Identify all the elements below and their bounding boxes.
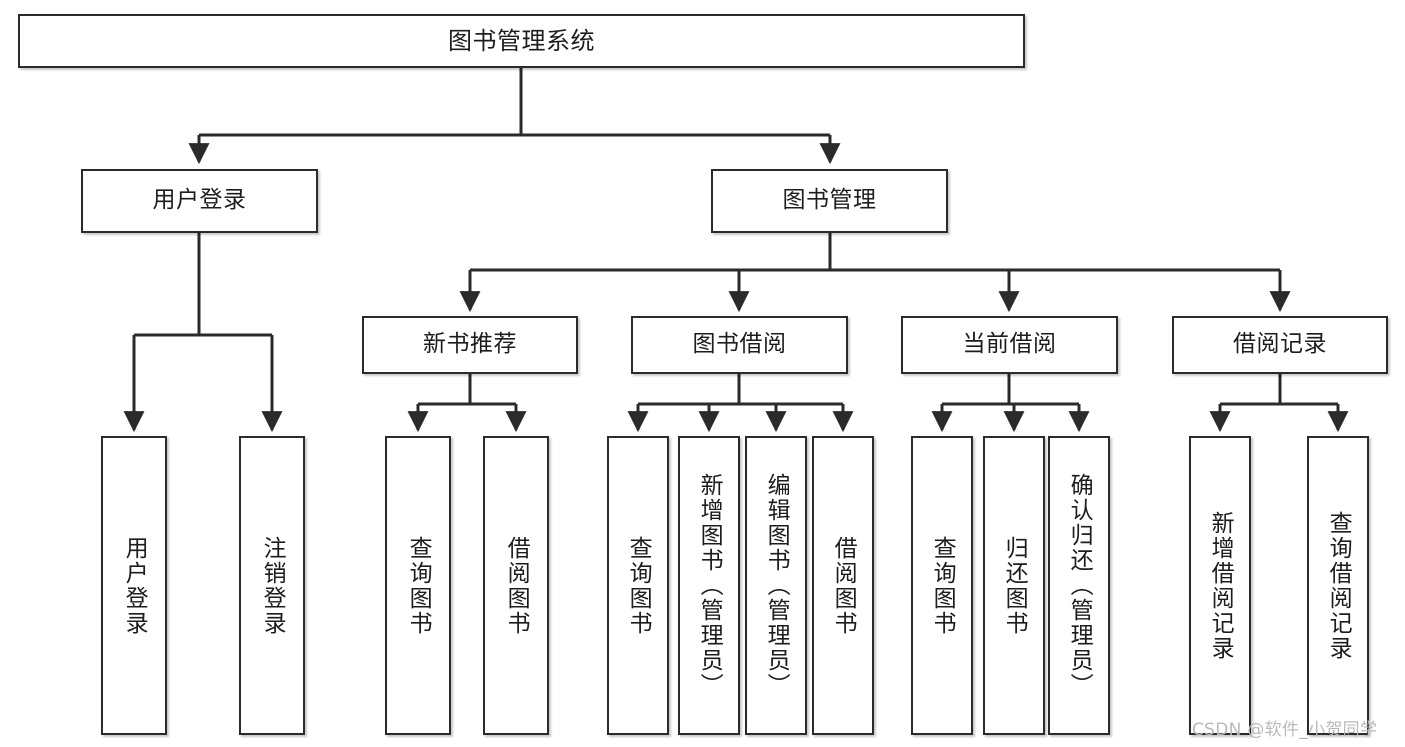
node-user-login-label: 用户登录: [152, 187, 247, 214]
leaf-current-return-book[interactable]: 归还图书: [983, 436, 1045, 735]
leaf-record-add[interactable]: 新增借阅记录: [1189, 436, 1251, 735]
leaf-user-login[interactable]: 用户登录: [101, 436, 167, 735]
leaf-current-return-book-label: 归还图书: [1001, 535, 1028, 636]
leaf-current-confirm-return-label: 确认归还（管理员）: [1066, 473, 1093, 698]
node-root-label: 图书管理系统: [448, 26, 595, 55]
leaf-borrow-edit-book-label: 编辑图书（管理员）: [763, 473, 790, 698]
leaf-newbook-query-book[interactable]: 查询图书: [385, 436, 451, 735]
watermark-text: CSDN @软件_小贺同学: [1192, 720, 1378, 740]
leaf-borrow-edit-book[interactable]: 编辑图书（管理员）: [745, 436, 807, 735]
node-borrow-record-label: 借阅记录: [1233, 331, 1327, 358]
node-borrow-record[interactable]: 借阅记录: [1172, 316, 1388, 374]
leaf-current-query-book[interactable]: 查询图书: [911, 436, 973, 735]
leaf-user-login-label: 用户登录: [121, 535, 148, 636]
node-new-book-recommend[interactable]: 新书推荐: [362, 316, 578, 374]
node-book-borrow[interactable]: 图书借阅: [631, 316, 848, 374]
leaf-borrow-add-book-label: 新增图书（管理员）: [696, 473, 723, 698]
leaf-logout[interactable]: 注销登录: [239, 436, 305, 735]
leaf-borrow-borrow-book[interactable]: 借阅图书: [812, 436, 874, 735]
leaf-current-query-book-label: 查询图书: [929, 535, 956, 636]
leaf-record-query[interactable]: 查询借阅记录: [1307, 436, 1369, 735]
leaf-newbook-borrow-book-label: 借阅图书: [503, 535, 530, 636]
node-current-borrow[interactable]: 当前借阅: [901, 316, 1118, 374]
leaf-record-query-label: 查询借阅记录: [1325, 510, 1352, 661]
node-book-borrow-label: 图书借阅: [692, 331, 787, 358]
leaf-borrow-query-book-label: 查询图书: [625, 535, 652, 636]
node-book-management[interactable]: 图书管理: [711, 169, 948, 233]
leaf-current-confirm-return[interactable]: 确认归还（管理员）: [1048, 436, 1110, 735]
node-current-borrow-label: 当前借阅: [962, 331, 1057, 358]
leaf-record-add-label: 新增借阅记录: [1207, 510, 1234, 661]
leaf-borrow-add-book[interactable]: 新增图书（管理员）: [678, 436, 740, 735]
leaf-newbook-query-book-label: 查询图书: [405, 535, 432, 636]
node-user-login[interactable]: 用户登录: [81, 169, 318, 233]
node-new-book-recommend-label: 新书推荐: [423, 331, 517, 358]
leaf-logout-label: 注销登录: [259, 535, 286, 636]
node-root[interactable]: 图书管理系统: [18, 14, 1025, 68]
leaf-borrow-borrow-book-label: 借阅图书: [830, 535, 857, 636]
node-book-management-label: 图书管理: [782, 187, 877, 214]
leaf-newbook-borrow-book[interactable]: 借阅图书: [483, 436, 549, 735]
leaf-borrow-query-book[interactable]: 查询图书: [607, 436, 669, 735]
